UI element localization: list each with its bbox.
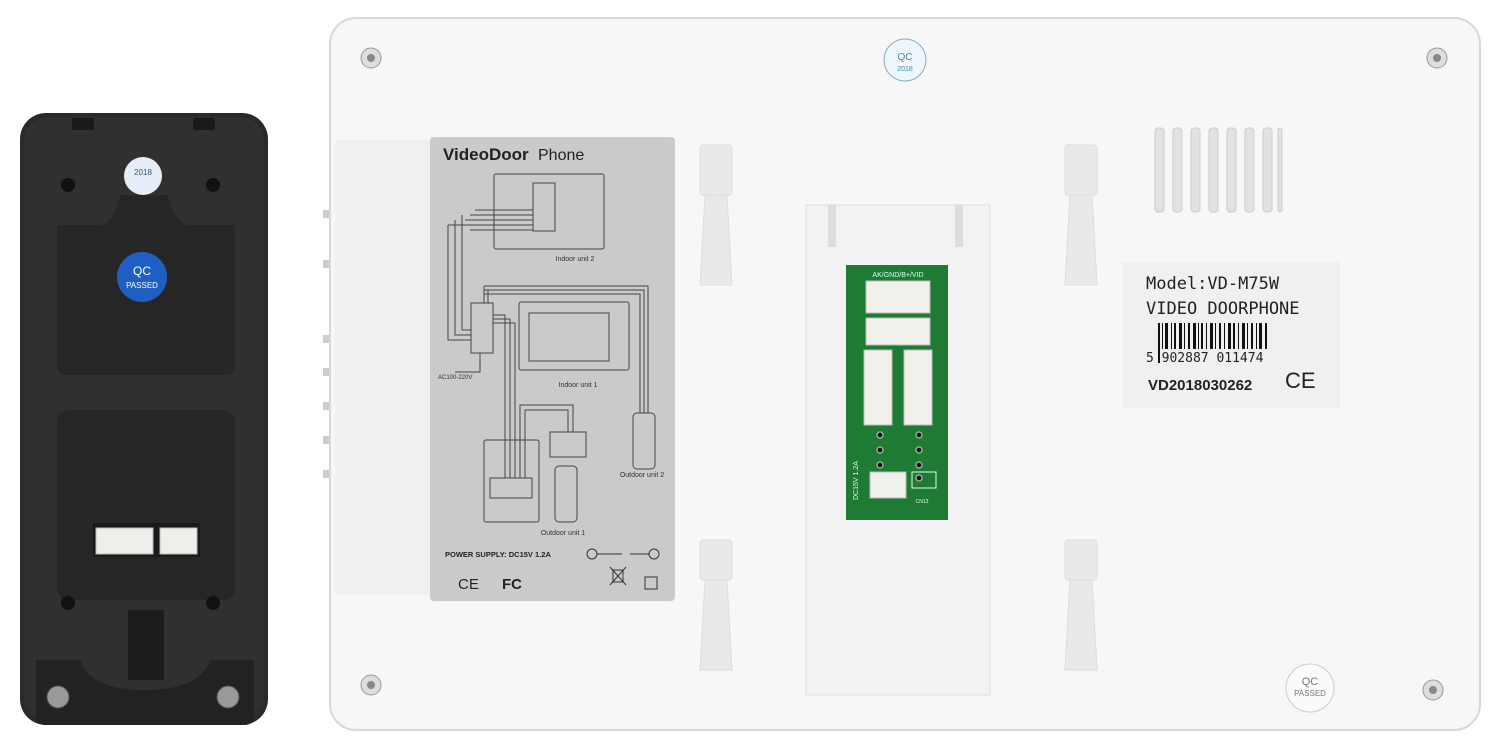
screw	[360, 674, 382, 696]
screw	[360, 47, 382, 69]
svg-text:2018: 2018	[897, 66, 913, 73]
connector	[865, 280, 931, 314]
connector	[863, 349, 893, 426]
bottom-qc-sticker: QC PASSED	[1285, 663, 1335, 713]
speaker-grille	[1154, 127, 1283, 213]
svg-text:FC: FC	[502, 576, 522, 593]
svg-text:Outdoor unit 1: Outdoor unit 1	[541, 530, 585, 537]
svg-text:QC: QC	[898, 52, 913, 63]
svg-text:CE: CE	[1285, 368, 1316, 393]
connector	[903, 349, 933, 426]
svg-text:CN13: CN13	[916, 499, 929, 505]
barcode	[1158, 323, 1267, 363]
svg-text:VIDEO DOORPHONE: VIDEO DOORPHONE	[1146, 299, 1300, 319]
svg-text:QC: QC	[133, 264, 151, 278]
screw	[216, 685, 240, 709]
svg-text:PASSED: PASSED	[1294, 689, 1326, 698]
power-connector	[869, 471, 907, 499]
svg-text:5 902887 011474: 5 902887 011474	[1146, 351, 1264, 366]
double-insulation-icon	[644, 576, 658, 590]
svg-text:VD2018030262: VD2018030262	[1148, 377, 1252, 394]
svg-text:Indoor unit 2: Indoor unit 2	[556, 256, 595, 263]
wiring-compartment: AK/GND/B+/VID CN13 DC15V 1.2A	[805, 204, 991, 696]
model-label: Model:VD-M75W VIDEO DOORPHONE 5 902887 0…	[1122, 262, 1340, 408]
svg-text:VideoDoor: VideoDoor	[443, 145, 529, 164]
mount-hole	[206, 178, 220, 192]
svg-text:Phone: Phone	[538, 147, 584, 164]
svg-text:AK/GND/B+/VID: AK/GND/B+/VID	[872, 272, 923, 279]
svg-text:DC15V 1.2A: DC15V 1.2A	[853, 461, 860, 500]
mount-hole	[61, 596, 75, 610]
weee-bin-icon	[609, 566, 627, 586]
wire-connectors	[93, 523, 200, 557]
wiring-diagram-sticker: VideoDoor Phone	[430, 137, 675, 601]
top-qc-sticker: QC 2018	[883, 38, 927, 82]
svg-text:POWER SUPPLY: DC15V 1.2A: POWER SUPPLY: DC15V 1.2A	[445, 550, 551, 559]
svg-text:Outdoor unit 2: Outdoor unit 2	[620, 472, 664, 479]
indoor-monitor: QC 2018 QC PASSED AK/GND/B+	[323, 17, 1481, 731]
svg-text:Indoor unit 1: Indoor unit 1	[559, 382, 598, 389]
mount-hole	[61, 178, 75, 192]
svg-text:AC100-220V: AC100-220V	[438, 375, 472, 381]
connector	[865, 317, 931, 346]
svg-text:Model:VD-M75W: Model:VD-M75W	[1146, 274, 1280, 294]
screw	[46, 685, 70, 709]
svg-text:QC: QC	[1302, 676, 1319, 688]
svg-text:2018: 2018	[134, 168, 152, 177]
svg-text:PASSED: PASSED	[126, 281, 158, 290]
date-sticker: 2018	[124, 157, 162, 195]
qc-passed-sticker: QC PASSED	[117, 252, 167, 302]
svg-text:CE: CE	[458, 576, 479, 593]
mount-hooks	[699, 144, 1098, 671]
screw	[1426, 47, 1448, 69]
screw	[1422, 679, 1444, 701]
mount-hole	[206, 596, 220, 610]
outdoor-unit: 2018 QC PASSED	[20, 113, 268, 725]
